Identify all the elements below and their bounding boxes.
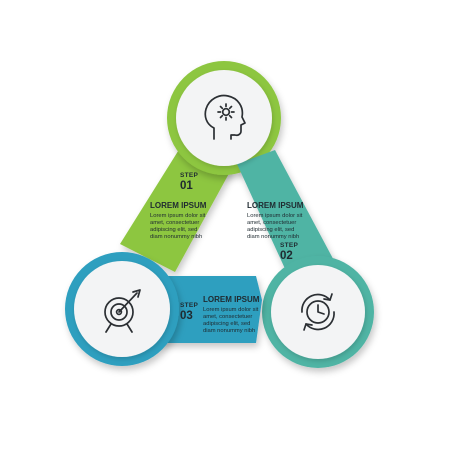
step-01-icon-circle [176,70,272,166]
step-02-text-block: LOREM IPSUM Lorem ipsum dolor sit amet, … [247,201,304,240]
step-01-text-block: LOREM IPSUM Lorem ipsum dolor sit amet, … [150,201,207,240]
step-02-title: LOREM IPSUM [247,201,304,210]
step-03-line-1: Lorem ipsum dolor sit [203,307,259,313]
target-arrow-icon [104,289,141,333]
step-03-label: STEP [180,302,199,309]
step-02-line-4: diam nonummy nibh [247,234,299,240]
step-03-line-3: adipiscing elit, sed [203,321,250,327]
step-02-line-1: Lorem ipsum dolor sit [247,213,303,219]
step-02-label: STEP [280,242,299,249]
step-02-line-3: adipiscing elit, sed [247,227,294,233]
step-01-line-4: diam nonummy nibh [150,234,202,240]
step-02-band-shape [237,150,338,284]
step-03-title: LOREM IPSUM [203,295,260,304]
clock-refresh-icon [301,293,335,331]
step-01-number: 01 [180,180,193,192]
step-03-text-block: LOREM IPSUM Lorem ipsum dolor sit amet, … [203,295,260,334]
step-03-line-2: amet, consectetuer [203,314,252,320]
step-01-line-1: Lorem ipsum dolor sit [150,213,206,219]
step-01-label: STEP [180,172,199,179]
step-03-line-4: diam nonummy nibh [203,328,255,334]
step-01-line-2: amet, consectetuer [150,220,199,226]
step-03-number: 03 [180,310,193,322]
step-02-line-2: amet, consectetuer [247,220,296,226]
step-01-title: LOREM IPSUM [150,201,207,210]
step-02-number: 02 [280,250,293,262]
head-idea-icon [204,94,246,140]
step-01-line-3: adipiscing elit, sed [150,227,197,233]
